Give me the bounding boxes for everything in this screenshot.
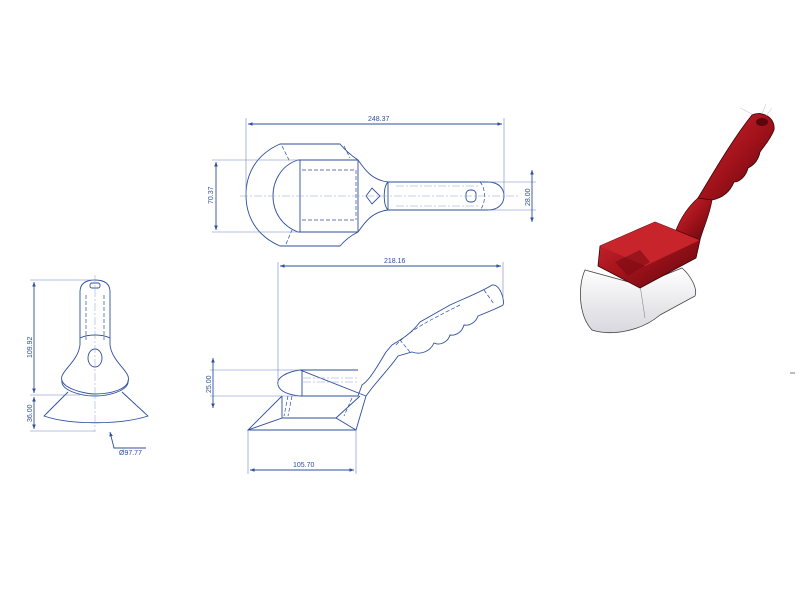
isometric-render	[580, 103, 795, 374]
dim-front-blade-height: 36.00	[27, 404, 34, 422]
top-view: 248.37 70.37 28.00	[208, 116, 536, 247]
dim-side-head-height: 25.00	[206, 375, 213, 393]
dim-side-blade-length: 105.70	[293, 462, 315, 469]
side-view: 218.16 25.00 105.70	[206, 258, 504, 474]
front-view: 109.92 36.00 Ø97.77	[27, 275, 149, 457]
dim-front-blade-radius: Ø97.77	[119, 450, 142, 457]
dim-top-overall-length: 248.37	[368, 116, 390, 123]
dim-side-overall-length: 218.16	[384, 258, 406, 265]
dim-front-overall-height: 109.92	[27, 336, 34, 358]
dim-top-head-width: 70.37	[208, 186, 215, 204]
dim-top-handle-width: 28.00	[525, 188, 532, 206]
